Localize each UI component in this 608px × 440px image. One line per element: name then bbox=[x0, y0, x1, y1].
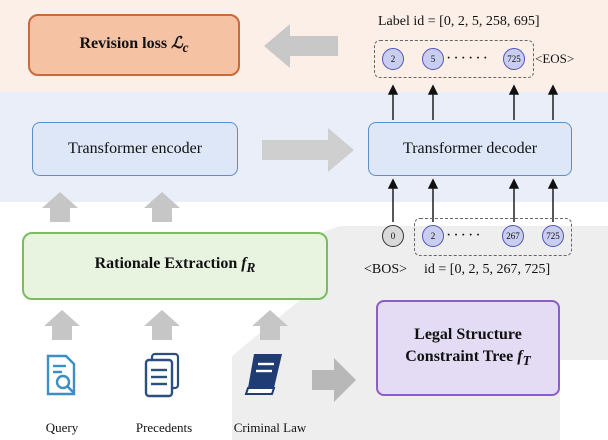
transformer-encoder-box: Transformer encoder bbox=[32, 122, 238, 176]
decoder-output-arrows bbox=[387, 84, 559, 120]
legal-structure-tree-label: Legal Structure Constraint Tree fT bbox=[405, 325, 531, 369]
precedents-label: Precedents bbox=[135, 420, 193, 435]
arrow-decoder-to-loss bbox=[264, 24, 338, 68]
bos-token: 0 bbox=[382, 225, 404, 247]
revision-loss-box: Revision loss ℒc bbox=[28, 14, 240, 76]
transformer-encoder-label: Transformer encoder bbox=[67, 140, 203, 157]
output-token-1: 2 bbox=[382, 48, 404, 70]
output-token-group bbox=[374, 40, 534, 78]
arrow-query-up bbox=[44, 310, 80, 340]
revision-loss-label: Revision loss ℒc bbox=[79, 35, 189, 56]
query-icon bbox=[46, 354, 76, 396]
legal-structure-tree-box: Legal Structure Constraint Tree fT bbox=[376, 300, 560, 396]
rationale-extraction-label: Rationale Extraction fR bbox=[94, 255, 256, 276]
arrow-law-to-tree bbox=[312, 358, 356, 402]
transformer-decoder-label: Transformer decoder bbox=[402, 140, 538, 157]
eos-token: <EOS> bbox=[535, 51, 575, 66]
criminal-law-label: Criminal Law bbox=[233, 420, 307, 435]
rationale-extraction-box: Rationale Extraction fR bbox=[22, 232, 328, 300]
bos-label: <BOS> bbox=[364, 262, 408, 277]
input-token-1: 2 bbox=[422, 225, 444, 247]
input-token-3: 725 bbox=[542, 225, 564, 247]
input-label-ids: id = [0, 2, 5, 267, 725] bbox=[424, 262, 551, 277]
law-book-icon bbox=[244, 354, 282, 395]
decoder-input-arrows bbox=[387, 178, 559, 222]
arrow-law-up bbox=[252, 310, 288, 340]
output-token-2: 5 bbox=[422, 48, 444, 70]
transformer-decoder-box: Transformer decoder bbox=[368, 122, 572, 176]
output-token-3: 725 bbox=[503, 48, 525, 70]
input-token-group bbox=[414, 218, 572, 256]
input-token-2: 267 bbox=[502, 225, 524, 247]
output-label-ids: Label id = [0, 2, 5, 258, 695] bbox=[378, 14, 540, 29]
output-token-ellipsis: ······ bbox=[446, 50, 490, 67]
arrow-encoder-to-decoder bbox=[262, 128, 354, 172]
arrow-precedents-up bbox=[144, 310, 180, 340]
query-label: Query bbox=[45, 420, 79, 435]
precedents-icon bbox=[144, 352, 180, 398]
arrow-rationale-to-encoder-1b bbox=[42, 192, 78, 222]
arrow-rationale-to-encoder-2 bbox=[144, 192, 180, 222]
input-token-ellipsis: ····· bbox=[446, 227, 483, 244]
